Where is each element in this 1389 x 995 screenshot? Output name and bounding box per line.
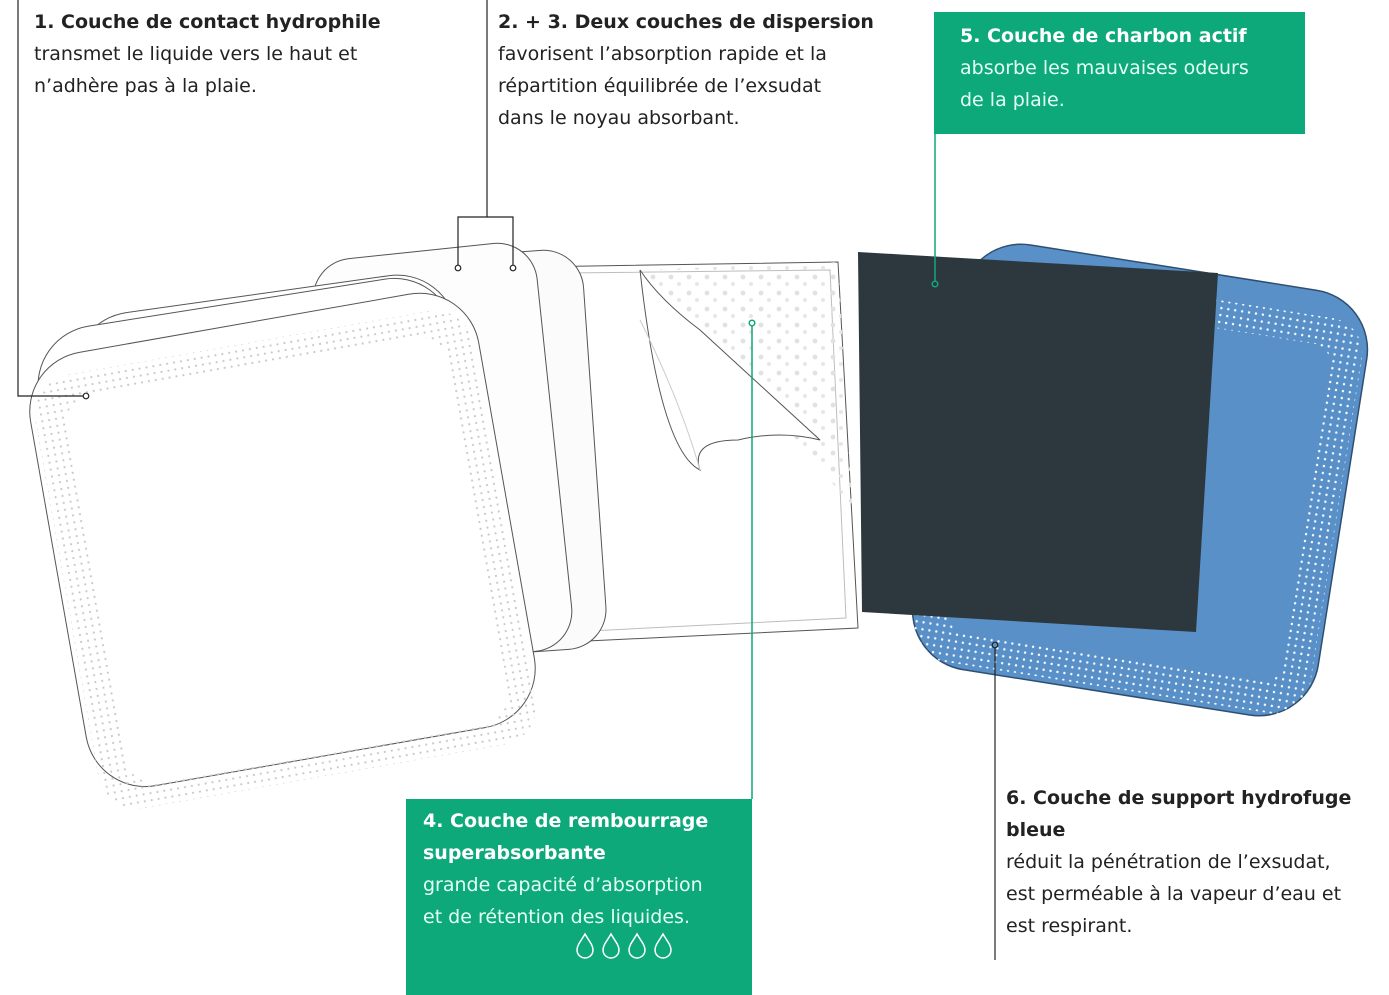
water-drop-icon [625,931,649,959]
charcoal-layer [858,252,1218,632]
leader-line-1 [17,0,86,397]
label-contact-layer-line: transmet le liquide vers le haut et [34,43,358,65]
label-dispersion-layers-line: répartition équilibrée de l’exsudat [498,75,822,97]
label-blue-backing-layer-line: est respirant. [1006,915,1133,937]
label-superabsorbent-layer-title: 4. Couche de rembourrage [423,810,709,832]
leader-line-23 [457,0,488,268]
water-drop-icon [651,931,675,959]
label-blue-backing-layer-title: bleue [1006,819,1066,841]
absorption-drops [573,931,752,959]
label-blue-backing-layer-line: réduit la pénétration de l’exsudat, [1006,851,1331,873]
label-contact-layer-line: n’adhère pas à la plaie. [34,75,257,97]
label-contact-layer-title: 1. Couche de contact hydrophile [34,11,381,33]
label-superabsorbent-layer: 4. Couche de rembourrage superabsorbante… [406,799,752,995]
label-superabsorbent-layer-line: et de rétention des liquides. [423,906,690,928]
label-blue-backing-layer: 6. Couche de support hydrofuge bleue réd… [1006,782,1381,942]
label-charcoal-layer-title: 5. Couche de charbon actif [960,25,1247,47]
label-superabsorbent-layer-line: grande capacité d’absorption [423,874,703,896]
water-drop-icon [573,931,597,959]
label-blue-backing-layer-title: 6. Couche de support hydrofuge [1006,787,1352,809]
label-dispersion-layers: 2. + 3. Deux couches de dispersion favor… [498,6,898,134]
water-drop-icon [599,931,623,959]
label-blue-backing-layer-line: est perméable à la vapeur d’eau et [1006,883,1342,905]
label-dispersion-layers-line: dans le noyau absorbant. [498,107,740,129]
label-contact-layer: 1. Couche de contact hydrophile transmet… [34,6,454,102]
contact-layer [29,274,537,809]
label-charcoal-layer: 5. Couche de charbon actif absorbe les m… [934,12,1305,134]
leader-lines [17,0,999,960]
label-charcoal-layer-line: de la plaie. [960,89,1065,111]
label-charcoal-layer-line: absorbe les mauvaises odeurs [960,57,1249,79]
label-dispersion-layers-line: favorisent l’absorption rapide et la [498,43,827,65]
label-dispersion-layers-title: 2. + 3. Deux couches de dispersion [498,11,874,33]
label-superabsorbent-layer-title: superabsorbante [423,842,606,864]
